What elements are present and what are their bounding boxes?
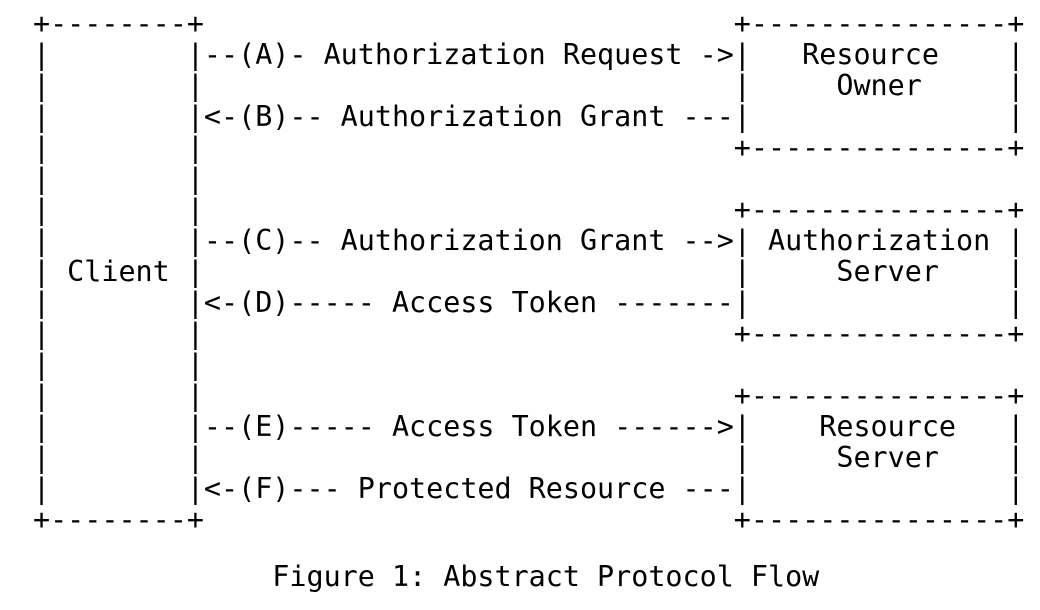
ascii-protocol-flow-diagram: +--------+ +---------------+ | |--(A)- A… [33,7,1025,536]
figure-caption: Figure 1: Abstract Protocol Flow [33,560,820,593]
